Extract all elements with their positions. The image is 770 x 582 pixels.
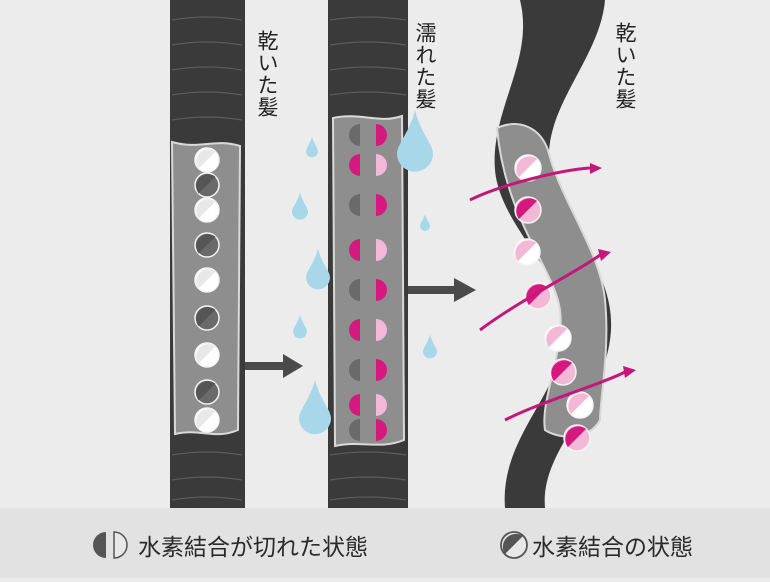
water-drop: [306, 136, 318, 158]
label-dry-hair-right: 乾いた髪: [613, 22, 637, 110]
label-wet-hair: 濡れた髪: [413, 22, 437, 110]
legend-item-bonded: 水素結合の状態: [498, 528, 693, 562]
process-arrow-1: [245, 354, 303, 378]
legend-bar: 水素結合が切れた状態 水素結合の状態: [0, 508, 770, 578]
bond-wet-broken: [349, 239, 387, 261]
dry-hair-strand-right: [494, 0, 612, 508]
water-drop: [397, 110, 433, 172]
bond-dry-left: [194, 147, 220, 173]
bond-dry-right: [563, 424, 591, 452]
bond-wet-broken: [349, 279, 387, 301]
water-drop: [423, 334, 437, 359]
bond-wet-broken: [349, 394, 387, 416]
wet-hair-strand: [328, 0, 408, 508]
water-droplets: [292, 110, 437, 435]
bond-dry-left: [194, 197, 220, 223]
legend-broken-label: 水素結合が切れた状態: [138, 535, 368, 561]
cortex-wet: [331, 114, 406, 448]
bond-wet-broken: [349, 194, 387, 216]
water-drop: [292, 192, 308, 220]
label-dry-hair-left: 乾いた髪: [255, 30, 279, 118]
bond-dry-left: [194, 232, 220, 258]
bond-wet-broken: [349, 419, 387, 441]
bond-dry-right: [544, 324, 572, 352]
bond-dry-right: [513, 238, 541, 266]
hydrogen-bond-markers: [194, 124, 594, 452]
water-drop: [420, 214, 430, 231]
twist-arrowheads: [590, 163, 636, 378]
bond-wet-broken: [349, 319, 387, 341]
water-drop: [293, 314, 307, 339]
legend-item-broken: 水素結合が切れた状態: [92, 528, 368, 562]
twist-arrows: [469, 166, 626, 422]
bond-dry-left: [194, 267, 220, 293]
bond-dry-left: [194, 379, 220, 405]
bond-dry-left: [194, 305, 220, 331]
bond-dry-left: [194, 407, 220, 433]
bond-dry-left: [194, 342, 220, 368]
process-arrow-2: [408, 278, 476, 302]
water-drop: [299, 379, 331, 435]
bond-wet-broken: [349, 359, 387, 381]
bond-dry-left: [194, 172, 220, 198]
bond-dry-right: [566, 391, 594, 419]
broken-bond-icon: [93, 531, 128, 559]
bond-wet-broken: [349, 154, 387, 176]
bond-wet-broken: [349, 124, 387, 146]
bonded-icon: [500, 531, 528, 559]
bond-dry-right: [514, 196, 542, 224]
bond-dry-right: [549, 358, 577, 386]
legend-bonded-label: 水素結合の状態: [532, 535, 693, 561]
cortex-dry-right: [495, 123, 608, 438]
water-drop: [306, 248, 330, 290]
